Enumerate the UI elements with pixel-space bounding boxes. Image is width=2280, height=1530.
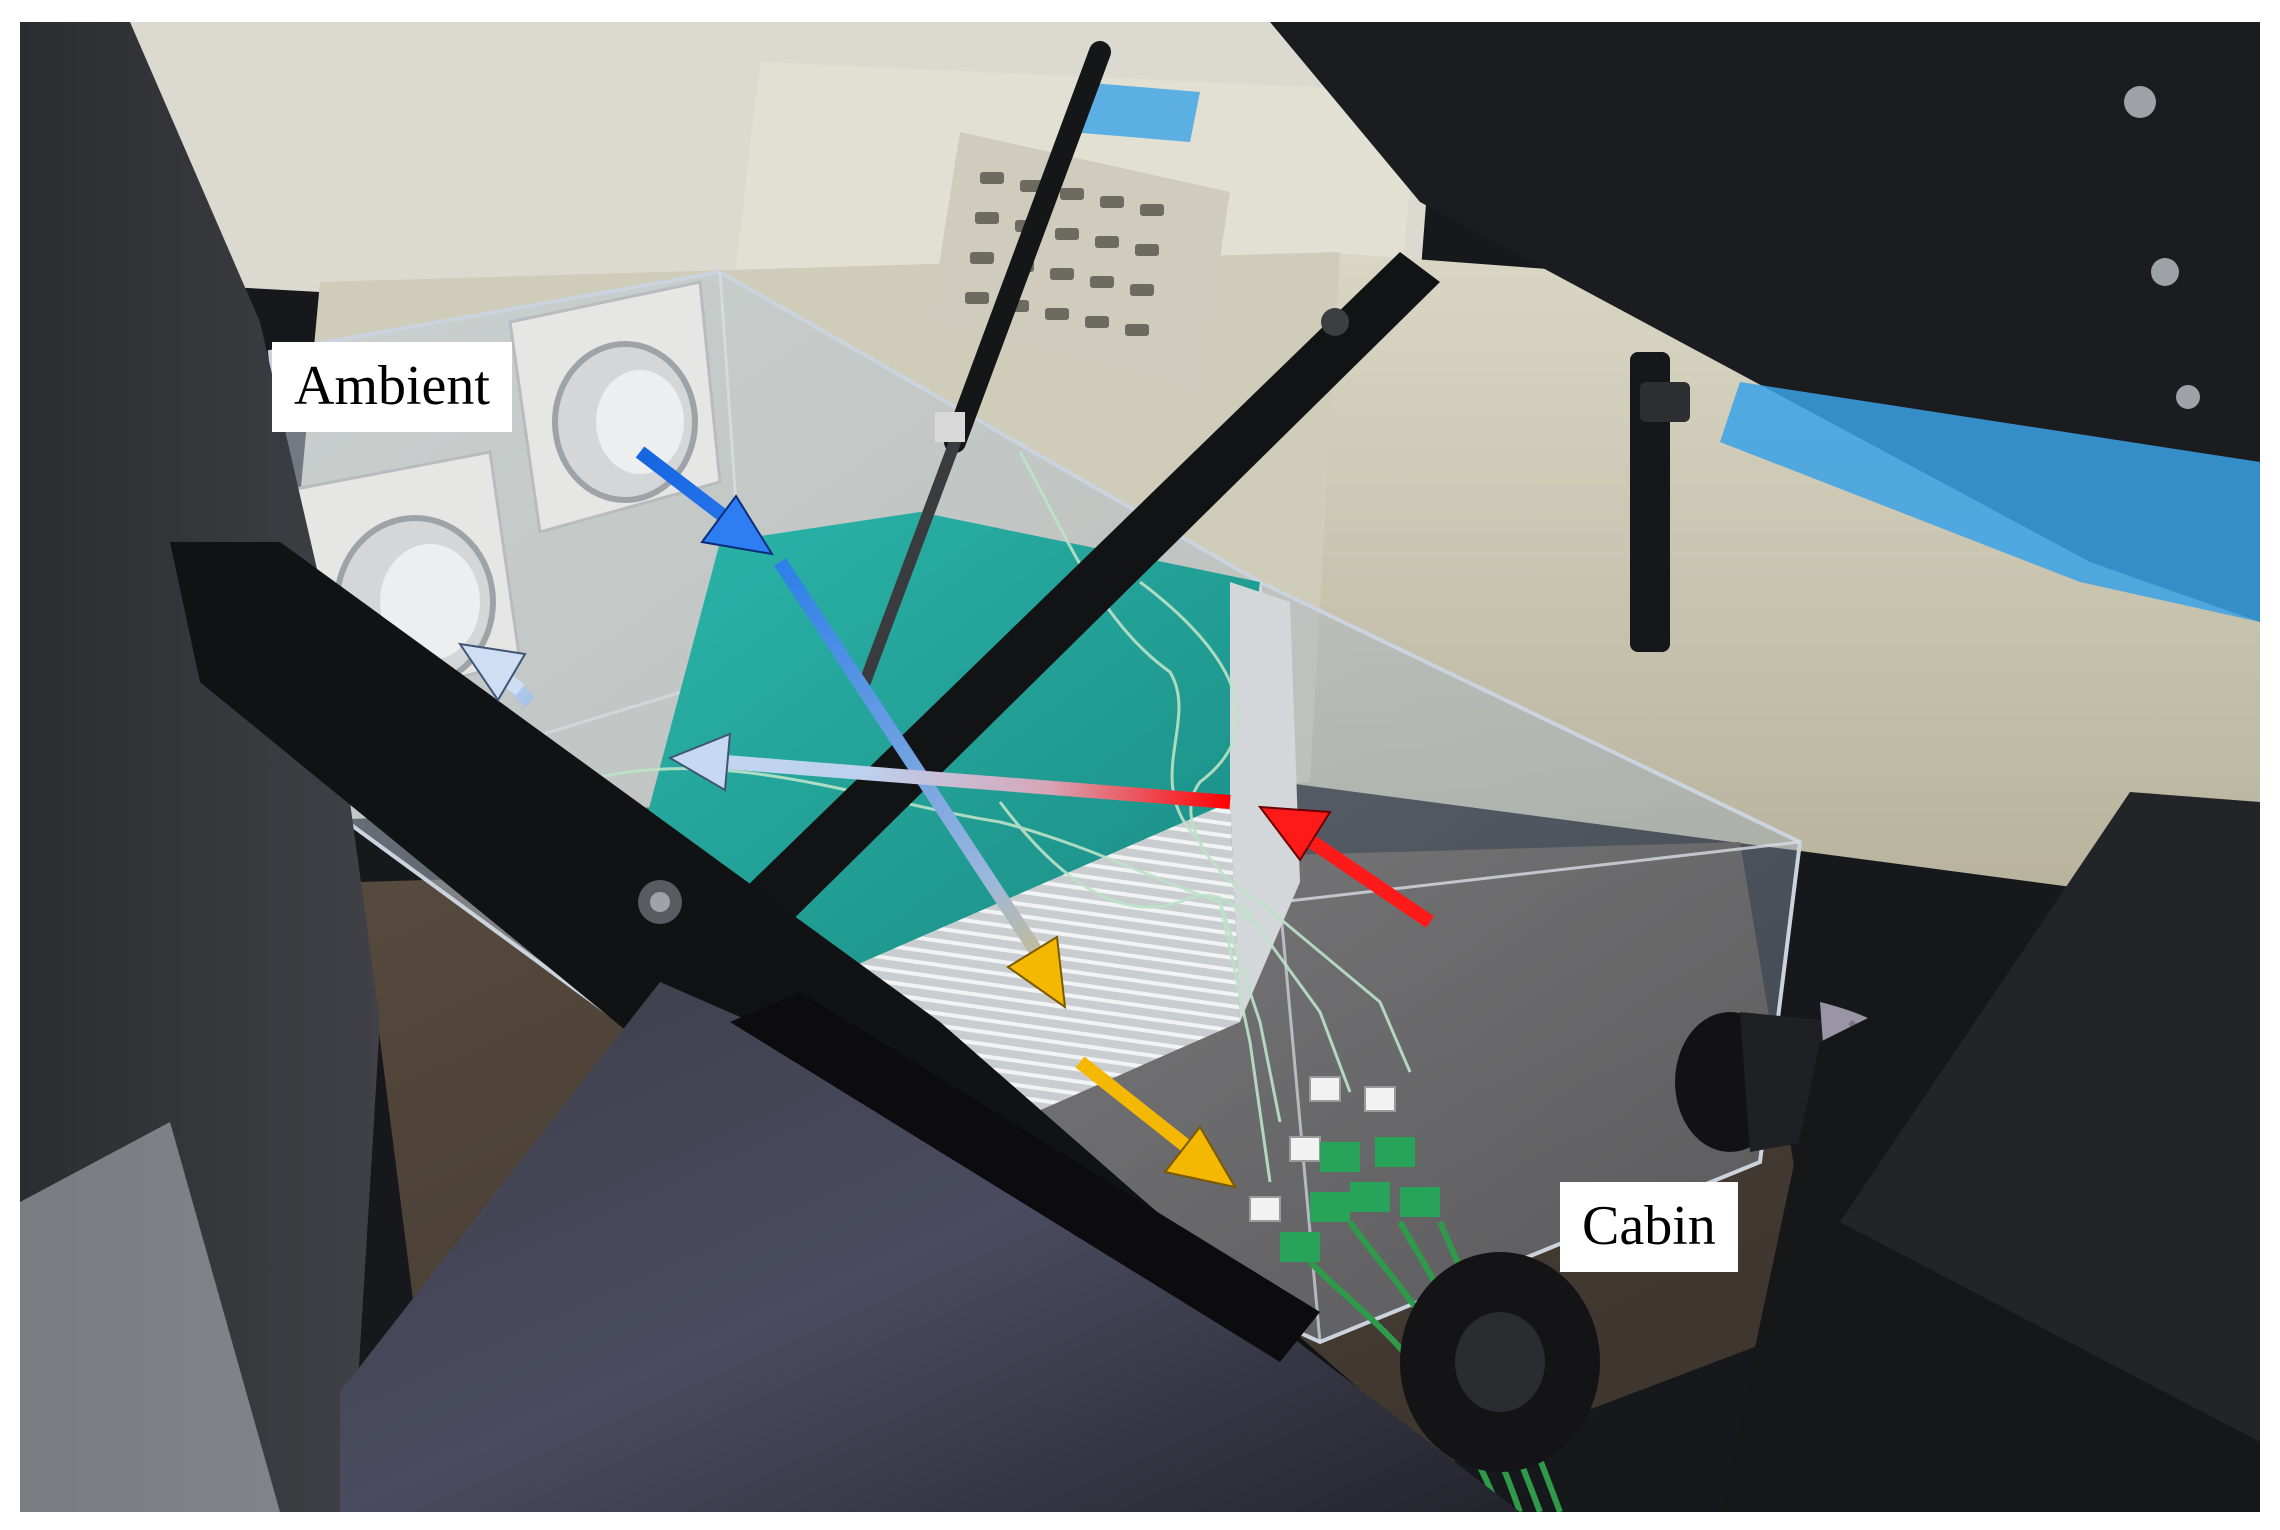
left-seat — [20, 22, 380, 1512]
ambient-intake-arrow — [635, 446, 775, 556]
flow-arrows — [457, 446, 1434, 1189]
sensor-wires — [579, 451, 1412, 1183]
panel-screw — [2151, 258, 2179, 286]
blue-tape — [1720, 382, 2260, 622]
panel-screw — [2176, 385, 2200, 409]
panel-screw — [2124, 86, 2156, 118]
lid-hinge-center — [650, 892, 670, 912]
fan-motor — [1400, 1252, 1600, 1472]
vehicle-interior-photo — [20, 22, 2260, 1512]
strap — [1630, 352, 1670, 652]
photo-frame: Ambient Cabin — [20, 22, 2260, 1512]
cabin-label: Cabin — [1560, 1182, 1738, 1272]
frame-bolt — [1321, 308, 1349, 336]
gas-strut — [859, 41, 1111, 688]
exhaust-to-ambient-arrow — [457, 642, 535, 707]
cover-handle-slot — [730, 992, 1320, 1362]
cabin-return-arrow — [667, 732, 1434, 928]
right-bin-lid — [1840, 792, 2260, 1442]
thermocouple-connectors — [1249, 1076, 1440, 1262]
cover-panel — [340, 982, 1520, 1512]
strap-buckle — [1640, 382, 1690, 422]
supply-to-cabin-arrow — [774, 558, 1238, 1189]
blue-tape — [1070, 82, 1200, 142]
ambient-label: Ambient — [272, 342, 512, 432]
ambient-duct-ports — [278, 280, 722, 714]
seat-rail — [20, 1122, 280, 1512]
